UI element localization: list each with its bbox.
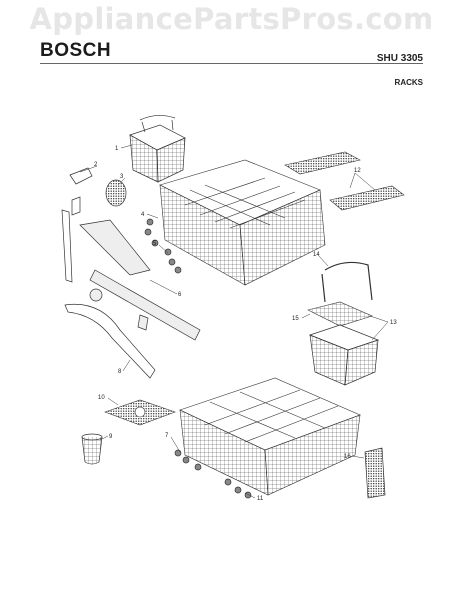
callout-1: 1	[115, 146, 119, 152]
rack-rail-cover	[364, 447, 386, 499]
part-callouts: 1 2 3 4 5 6 7 8 9 10 11 12 13 14 15 16	[94, 146, 397, 502]
callout-14: 14	[313, 252, 320, 258]
spray-disc	[105, 179, 127, 207]
feed-tube	[61, 167, 93, 283]
callout-3: 3	[120, 174, 124, 180]
section-title: RACKS	[394, 78, 423, 87]
callout-7: 7	[165, 433, 169, 439]
callout-9: 9	[109, 434, 113, 440]
callout-15: 15	[292, 316, 299, 322]
silverware-basket-top	[129, 115, 186, 183]
lower-rack	[179, 377, 361, 496]
callout-16: 16	[344, 454, 351, 460]
callout-11: 11	[257, 496, 264, 502]
lower-spray-arm	[79, 219, 201, 341]
lower-spray-tube	[64, 303, 156, 379]
callout-4: 4	[141, 212, 145, 218]
cup-shelves	[284, 151, 405, 211]
callout-5: 5	[153, 241, 157, 247]
callout-12: 12	[354, 168, 361, 174]
basket-lid	[307, 301, 373, 327]
watermark: AppliancePartsPros.com	[29, 2, 434, 36]
filter-plate	[104, 399, 176, 426]
callout-13: 13	[390, 320, 397, 326]
callout-2: 2	[94, 162, 98, 168]
rack-handle	[321, 261, 373, 303]
filter-cup	[81, 433, 103, 465]
model-number: SHU 3305	[376, 53, 423, 64]
upper-rack	[159, 159, 326, 286]
callout-8: 8	[118, 369, 122, 375]
callout-6: 6	[178, 292, 182, 298]
callout-10: 10	[98, 395, 105, 401]
rack-wheels-upper	[144, 218, 182, 274]
leader-lines	[79, 144, 389, 499]
header-divider	[40, 63, 423, 64]
brand-logo: BOSCH	[40, 40, 112, 61]
silverware-basket-lower	[308, 324, 380, 386]
